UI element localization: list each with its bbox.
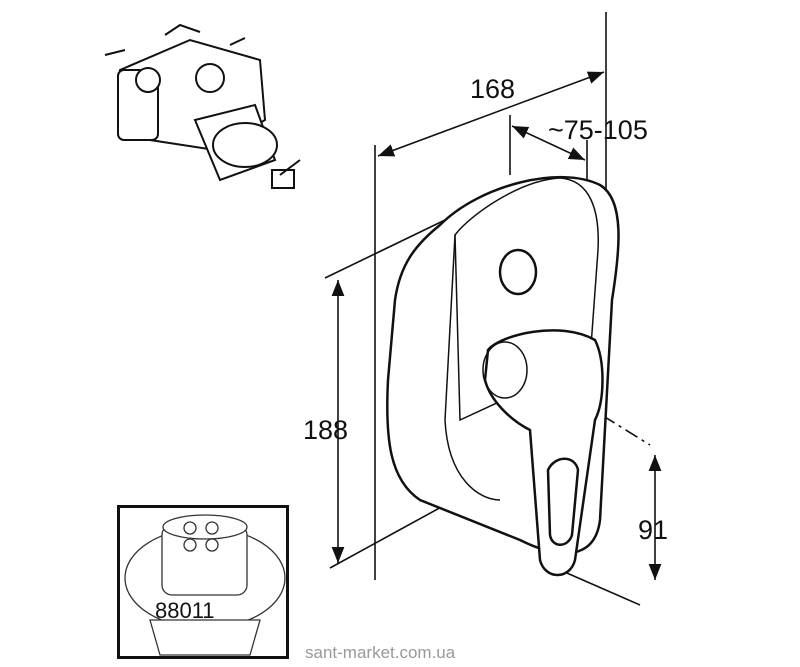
cartridge-inset	[117, 505, 289, 659]
height-dimension-label: 188	[303, 415, 349, 445]
installation-box-drawing	[104, 23, 301, 189]
depth-dimension-label: ~75-105	[548, 115, 648, 145]
handle-height-label: 91	[638, 515, 669, 545]
trim-plate	[385, 175, 620, 577]
cartridge-inset-drawing	[124, 514, 286, 656]
watermark: sant-market.com.ua	[305, 643, 456, 662]
width-dimension-label: 168	[470, 74, 516, 104]
part-number-label: 88011	[155, 598, 215, 623]
